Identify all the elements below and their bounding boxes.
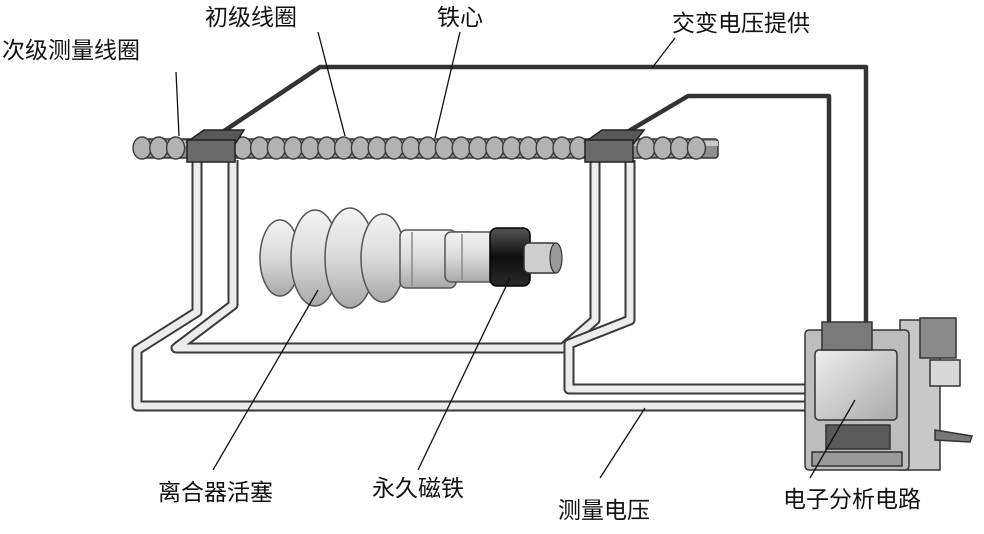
coil-turn: [283, 136, 303, 160]
coil-turn: [165, 136, 186, 160]
label-primary-coil: 初级线圈: [205, 5, 297, 31]
coil-turn: [636, 136, 656, 160]
permanent-magnet: [489, 227, 563, 287]
coil-turn: [417, 136, 438, 160]
coil-turn: [317, 136, 337, 160]
label-secondary-coil: 次级测量线圈: [2, 38, 140, 64]
coil-turn: [350, 136, 371, 160]
coil-turn: [552, 136, 572, 160]
electronic-circuit-module: [804, 317, 973, 471]
coil-turn: [300, 136, 320, 160]
coil-turn: [669, 136, 690, 160]
secondary-loop-right: [563, 160, 815, 395]
label-clutch-piston: 离合器活塞: [158, 480, 273, 506]
measured-voltage-wire: [131, 160, 815, 412]
coil-windings: [132, 136, 707, 160]
coil-turn: [132, 136, 152, 160]
clutch-piston: [259, 207, 502, 309]
coil-turn: [468, 136, 488, 160]
ac-supply-wires: [210, 64, 869, 330]
label-ac-supply: 交变电压提供: [672, 11, 810, 37]
coil-turn: [451, 136, 471, 160]
secondary-coil-blocks: [184, 129, 646, 163]
label-electronic-circuit: 电子分析电路: [783, 487, 921, 513]
leader-lines: [175, 31, 856, 479]
coil-turn: [485, 136, 505, 160]
label-iron-core: 铁心: [437, 5, 483, 31]
coil-turn: [401, 136, 421, 160]
coil-turn: [518, 136, 539, 160]
coil-turn: [535, 136, 555, 160]
coil-turn: [367, 136, 387, 160]
label-permanent-magnet: 永久磁铁: [372, 476, 464, 502]
coil-turn: [266, 136, 287, 160]
measurement-wire-loops: [131, 160, 815, 412]
coil-turn: [384, 136, 404, 160]
coil-turn: [686, 136, 707, 160]
coil-turn: [434, 136, 455, 160]
label-measured-voltage: 测量电压: [558, 498, 650, 524]
coil-turn: [653, 136, 673, 160]
coil-turn: [249, 136, 270, 160]
coil-turn: [333, 136, 354, 160]
coil-turn: [149, 136, 169, 160]
coil-turn: [501, 136, 522, 160]
